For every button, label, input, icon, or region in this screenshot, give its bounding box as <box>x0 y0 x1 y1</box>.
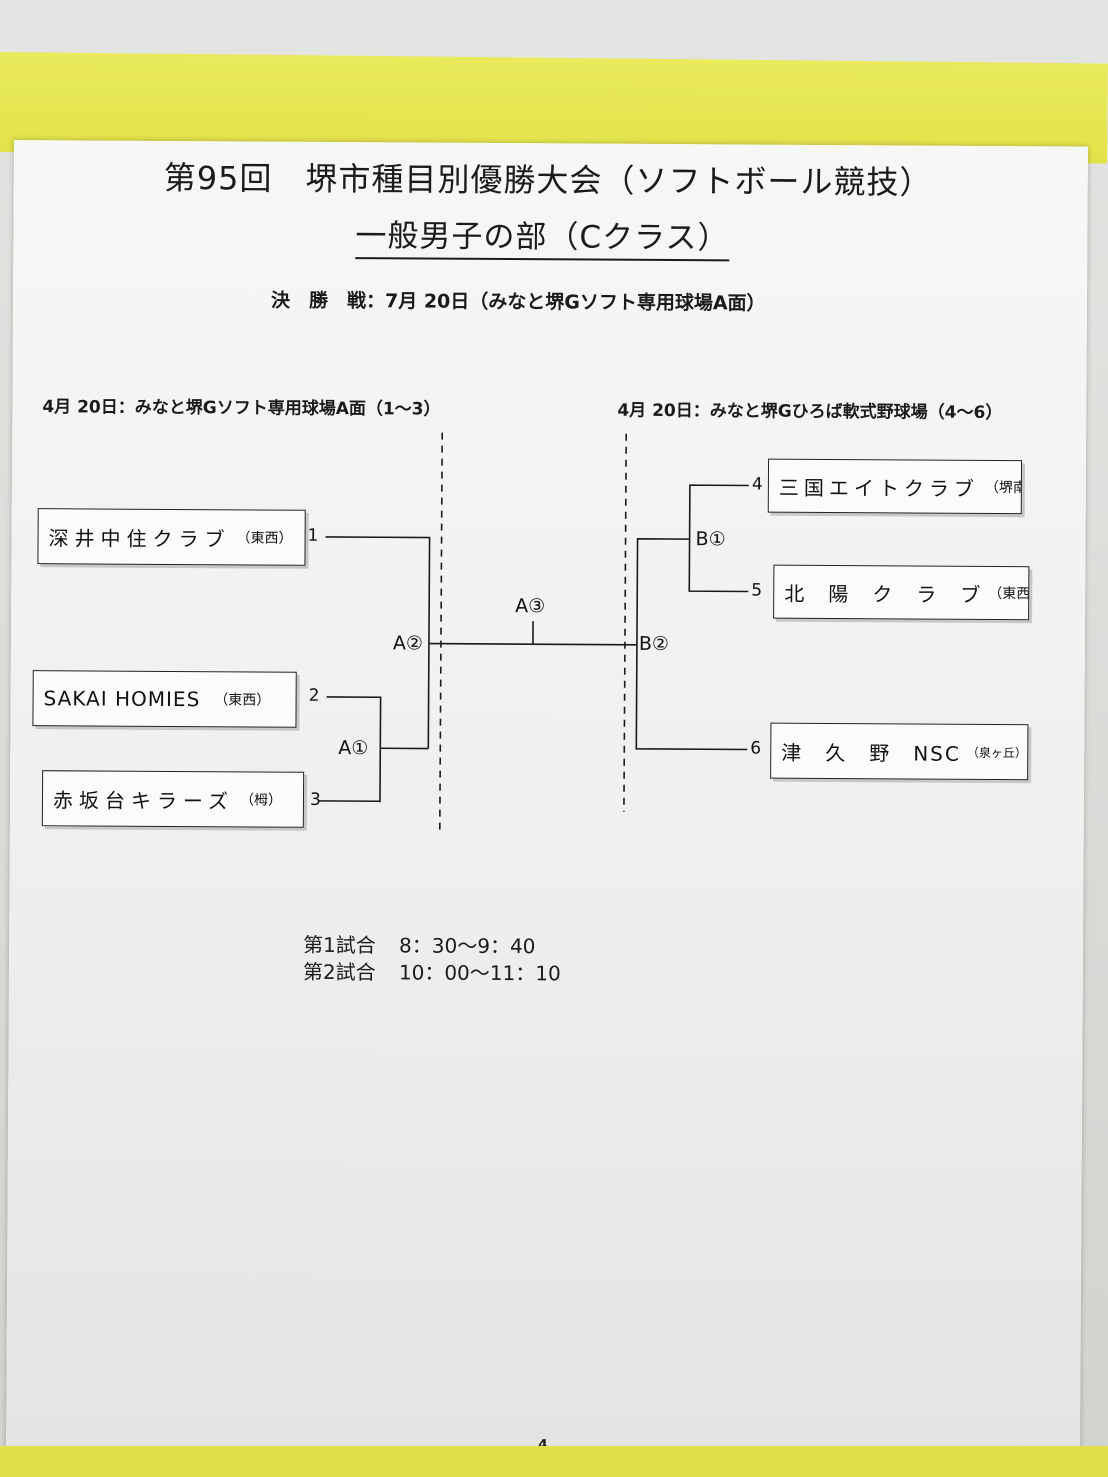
schedule-row: 第2試合 10：00～11：10 <box>303 959 561 988</box>
team-district: （東西） <box>236 530 293 547</box>
team-name: SAKAI HOMIES <box>43 686 201 712</box>
team-card-3: 赤坂台キラーズ （栂） <box>41 770 305 828</box>
schedule-time: 8：30～9：40 <box>399 933 536 959</box>
team-district: （泉ヶ丘） <box>966 745 1027 760</box>
schedule-game: 第1試合 <box>303 932 376 958</box>
match-label-b1: B① <box>695 528 726 551</box>
team-district: （堺南） <box>984 479 1023 497</box>
team-card-4: 三国エイトクラブ （堺南） <box>767 458 1023 515</box>
divider-right <box>623 433 628 812</box>
line-team-1 <box>325 536 431 749</box>
team-card-1: 深井中住クラブ （東西） <box>37 508 306 566</box>
seed-4: 4 <box>751 474 763 495</box>
seed-1: 1 <box>307 525 319 546</box>
match-label-a1: A① <box>338 736 369 760</box>
seed-2: 2 <box>308 685 320 706</box>
yellow-tape-bottom <box>0 1446 1108 1477</box>
team-card-5: 北 陽 ク ラ ブ （東西） <box>773 564 1030 621</box>
tournament-sheet: 第95回 堺市種目別優勝大会（ソフトボール競技） 一般男子の部（Cクラス） 決 … <box>5 140 1088 1457</box>
team-name: 津 久 野 NSC <box>781 740 961 766</box>
team-name: 赤坂台キラーズ <box>52 787 235 813</box>
seed-3: 3 <box>309 789 321 810</box>
match-label-a2: A② <box>392 632 424 655</box>
team-district: （栂） <box>239 792 283 809</box>
match-label-b2: B② <box>638 632 670 656</box>
team-district: （東西） <box>988 585 1030 603</box>
schedule-row: 第1試合 8：30～9：40 <box>303 932 561 961</box>
team-name: 北 陽 ク ラ ブ <box>784 581 983 607</box>
divider-left <box>438 432 444 833</box>
bracket-lines <box>317 432 749 833</box>
line-b1-to-b2 <box>635 538 748 751</box>
team-name: 深井中住クラブ <box>48 525 231 551</box>
line-team-2 <box>326 696 382 803</box>
game-schedule: 第1試合 8：30～9：40 第2試合 10：00～11：10 <box>303 932 561 988</box>
seed-6: 6 <box>750 738 762 759</box>
seed-5: 5 <box>751 580 763 601</box>
team-district: （東西） <box>214 692 271 709</box>
team-name: 三国エイトクラブ <box>778 475 979 501</box>
schedule-time: 10：00～11：10 <box>398 960 561 986</box>
team-card-6: 津 久 野 NSC （泉ヶ丘） <box>770 722 1029 781</box>
match-label-a3: A③ <box>515 595 546 618</box>
schedule-game: 第2試合 <box>302 959 376 985</box>
team-card-2: SAKAI HOMIES （東西） <box>32 670 297 728</box>
line-team-4 <box>688 484 749 593</box>
